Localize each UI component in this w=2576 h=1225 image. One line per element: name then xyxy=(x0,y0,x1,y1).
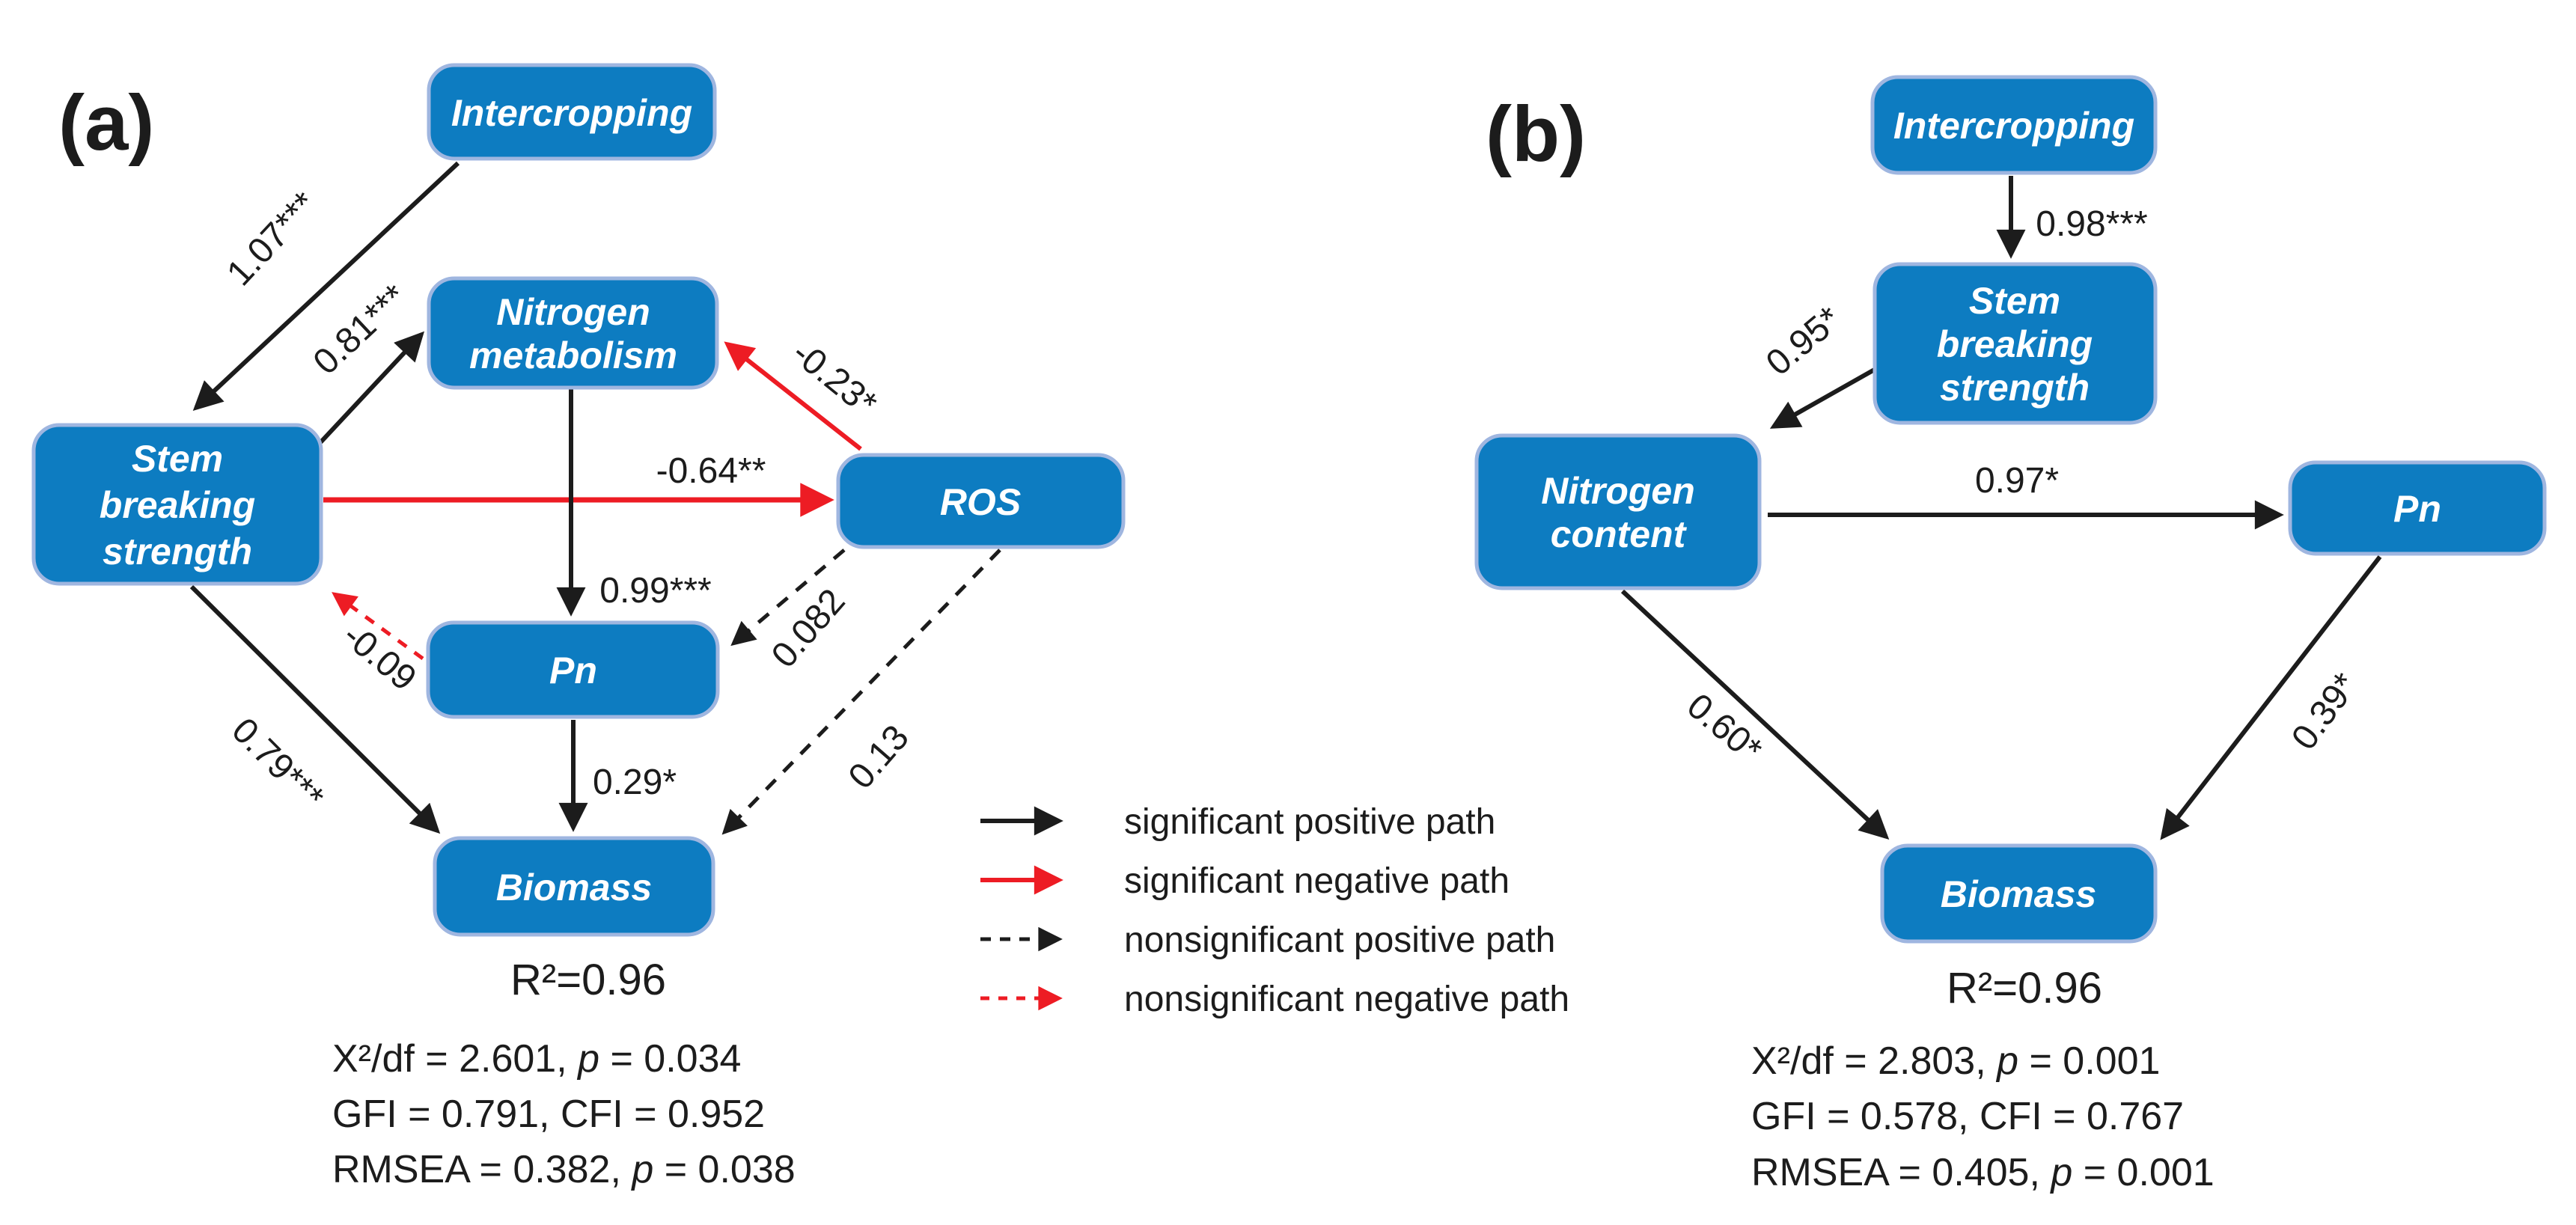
edge-label-pn-to-stem-a: -0.09 xyxy=(335,616,424,699)
legend: significant positive path significant ne… xyxy=(980,802,1569,1019)
fit-stat-b-gfi: GFI = 0.578, CFI = 0.767 xyxy=(1751,1095,2184,1138)
node-stem-breaking-strength-a xyxy=(31,423,323,586)
edge-label-pn-to-biomass-a: 0.29* xyxy=(593,763,677,802)
node-biomass-a xyxy=(433,836,715,937)
edge-label-nitrogen-to-pn-a: 0.99*** xyxy=(599,571,711,611)
node-intercropping-b-label: Intercropping xyxy=(1893,105,2134,147)
node-ros-a-label: ROS xyxy=(940,481,1021,523)
node-nitrogen-metabolism-a xyxy=(427,276,719,390)
edge-nitrogen-to-biomass-b xyxy=(1620,589,1890,840)
edge-ros-to-nitrogen-a xyxy=(724,341,862,451)
legend-label-nonsignificant-negative: nonsignificant negative path xyxy=(1124,980,1569,1019)
panel-a-label: (a) xyxy=(58,79,154,167)
node-nitrogen-content-b-line1: Nitrogen xyxy=(1541,470,1695,512)
edge-label-pn-to-biomass-b: 0.39* xyxy=(2284,666,2366,757)
fit-stat-a-chi: X²/df = 2.601, p = 0.034 xyxy=(332,1037,741,1081)
node-intercropping-a-label: Intercropping xyxy=(451,92,692,134)
r-squared-a: R²=0.96 xyxy=(510,956,666,1004)
edge-label-intercropping-to-stem-b: 0.98*** xyxy=(2036,204,2147,244)
node-stem-a-line1: Stem xyxy=(132,438,223,480)
edge-label-ros-to-biomass-a: 0.13 xyxy=(841,718,917,796)
edge-pn-to-biomass-b xyxy=(2160,555,2382,840)
node-intercropping-b xyxy=(1870,75,2158,175)
node-pn-a xyxy=(426,620,720,719)
node-stem-a-line2: breaking xyxy=(100,484,255,526)
node-nitrogen-metabolism-a-line2: metabolism xyxy=(469,334,677,376)
node-ros-a xyxy=(836,453,1126,549)
fit-stat-a-rmsea: RMSEA = 0.382, p = 0.038 xyxy=(332,1148,796,1191)
node-stem-b-line3: strength xyxy=(1940,367,2090,409)
node-pn-b xyxy=(2288,460,2547,556)
legend-label-nonsignificant-positive: nonsignificant positive path xyxy=(1124,920,1555,960)
edge-pn-to-stem-a xyxy=(332,592,424,661)
edge-label-nitrogen-to-biomass-b: 0.60* xyxy=(1679,686,1769,771)
edge-label-stem-to-nitrogen-b: 0.95* xyxy=(1759,299,1849,384)
edge-stem-to-biomass-a xyxy=(189,584,441,834)
node-biomass-b xyxy=(1880,843,2158,944)
edge-stem-to-nitrogen-b xyxy=(1769,366,1878,429)
node-stem-b-line2: breaking xyxy=(1937,323,2093,365)
node-stem-b-line1: Stem xyxy=(1969,280,2060,322)
panel-b-edges xyxy=(1620,176,2382,840)
edge-stem-to-nitrogen-a xyxy=(312,331,424,451)
node-biomass-b-label: Biomass xyxy=(1941,873,2096,915)
panel-a-edges xyxy=(189,161,1001,835)
edge-ros-to-biomass-a xyxy=(721,549,1001,835)
edge-label-stem-to-biomass-a: 0.79*** xyxy=(224,710,331,817)
node-biomass-a-label: Biomass xyxy=(496,867,652,908)
fit-stat-b-rmsea: RMSEA = 0.405, p = 0.001 xyxy=(1751,1151,2215,1194)
node-nitrogen-metabolism-a-line1: Nitrogen xyxy=(496,291,650,333)
node-pn-a-label: Pn xyxy=(549,650,597,691)
fit-stat-a-gfi: GFI = 0.791, CFI = 0.952 xyxy=(332,1093,765,1136)
legend-label-significant-positive: significant positive path xyxy=(1124,802,1495,842)
edge-label-stem-to-ros-a: -0.64** xyxy=(656,451,766,491)
fit-stat-b-chi: X²/df = 2.803, p = 0.001 xyxy=(1751,1039,2160,1083)
r-squared-b: R²=0.96 xyxy=(1947,964,2102,1012)
legend-label-significant-negative: significant negative path xyxy=(1124,861,1510,901)
node-nitrogen-content-b-line2: content xyxy=(1551,513,1688,555)
edge-label-intercropping-to-stem-a: 1.07*** xyxy=(219,185,325,293)
node-stem-a-line3: strength xyxy=(103,531,252,572)
node-intercropping-a xyxy=(427,63,717,161)
node-nitrogen-content-b xyxy=(1474,433,1762,590)
edge-label-ros-to-nitrogen-a: -0.23* xyxy=(784,333,884,424)
panel-b-nodes: Intercropping Stem breaking strength Nit… xyxy=(1474,75,2547,944)
panel-a-nodes: Intercropping Nitrogen metabolism Stem b… xyxy=(31,63,1126,937)
node-stem-breaking-strength-b xyxy=(1873,262,2158,425)
edge-intercropping-to-stem-a xyxy=(192,161,460,411)
node-pn-b-label: Pn xyxy=(2393,488,2441,530)
edge-label-ros-to-pn-a: 0.082 xyxy=(764,581,853,675)
panel-b-label: (b) xyxy=(1486,91,1586,178)
edge-label-nitrogen-to-pn-b: 0.97* xyxy=(1975,461,2059,501)
